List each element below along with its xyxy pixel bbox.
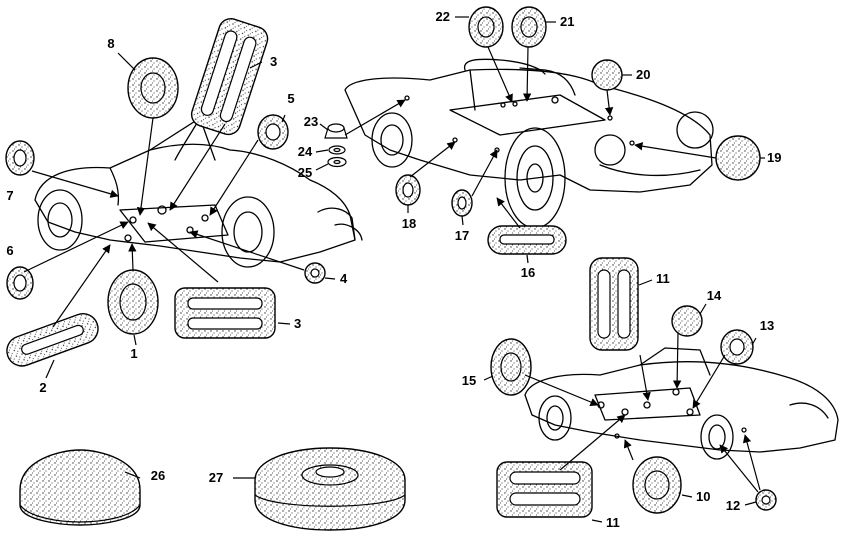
part-14-solid-plug (671, 305, 703, 337)
part-1-plug (107, 269, 159, 335)
callout-11-upper: 11 (656, 271, 670, 286)
part-24-washer (328, 145, 346, 155)
part-22-grommet (468, 6, 504, 48)
leader-lines (23, 16, 765, 523)
part-8-grommet (127, 57, 179, 119)
callout-12: 12 (726, 498, 740, 513)
part-25-washer (327, 156, 347, 168)
part-13-grommet (720, 329, 754, 365)
part-16-oval-grommet (487, 225, 567, 255)
callout-13: 13 (760, 318, 774, 333)
callout-17: 17 (455, 228, 469, 243)
part-5-grommet (257, 114, 289, 150)
callout-16: 16 (521, 265, 535, 280)
callout-11-lower: 11 (606, 515, 620, 530)
part-26-large-plug (19, 449, 141, 526)
callout-5: 5 (287, 91, 294, 106)
part-23-cap-nut (324, 123, 348, 139)
callout-20: 20 (636, 67, 650, 82)
callout-19: 19 (767, 150, 781, 165)
callout-3-lower: 3 (294, 316, 301, 331)
callout-10: 10 (696, 489, 710, 504)
callout-2: 2 (39, 380, 46, 395)
car-body-left (34, 117, 363, 268)
part-6-grommet (6, 266, 34, 300)
callout-27: 27 (209, 470, 223, 485)
part-3-double-slot-grommet-lower (174, 287, 276, 339)
part-11-double-slot-grommet-upper (589, 257, 639, 351)
callout-4: 4 (340, 271, 348, 286)
part-2-oval-grommet (6, 313, 99, 367)
callout-22: 22 (436, 9, 450, 24)
callout-18: 18 (402, 216, 416, 231)
part-17-grommet (451, 189, 473, 217)
part-20-plug (591, 59, 623, 91)
part-3-double-slot-grommet-upper (190, 18, 269, 136)
part-21-grommet (511, 6, 547, 48)
callout-7: 7 (6, 188, 13, 203)
car-body-top-right (344, 58, 714, 229)
callout-15: 15 (462, 373, 476, 388)
part-10-plug (632, 456, 682, 514)
car-body-bottom-right (524, 347, 839, 460)
part-19-plug (715, 135, 761, 181)
part-27-large-grommet (254, 447, 406, 531)
part-11-double-slot-grommet-lower (496, 461, 593, 518)
callout-6: 6 (6, 243, 13, 258)
part-7-grommet (5, 140, 35, 176)
part-12-small-grommet (755, 489, 777, 511)
callout-8: 8 (107, 36, 114, 51)
part-15-grommet (490, 338, 532, 396)
callout-labels: 1 2 3 3 4 5 6 7 8 10 11 11 12 13 14 15 1… (6, 9, 781, 530)
callout-24: 24 (298, 144, 313, 159)
part-4-small-grommet (304, 262, 326, 284)
part-18-grommet (395, 174, 421, 206)
callout-1: 1 (130, 346, 137, 361)
callout-14: 14 (707, 288, 722, 303)
callout-26: 26 (151, 468, 165, 483)
callout-3-upper: 3 (270, 54, 277, 69)
callout-23: 23 (304, 114, 318, 129)
callout-25: 25 (298, 165, 312, 180)
callout-21: 21 (560, 14, 574, 29)
